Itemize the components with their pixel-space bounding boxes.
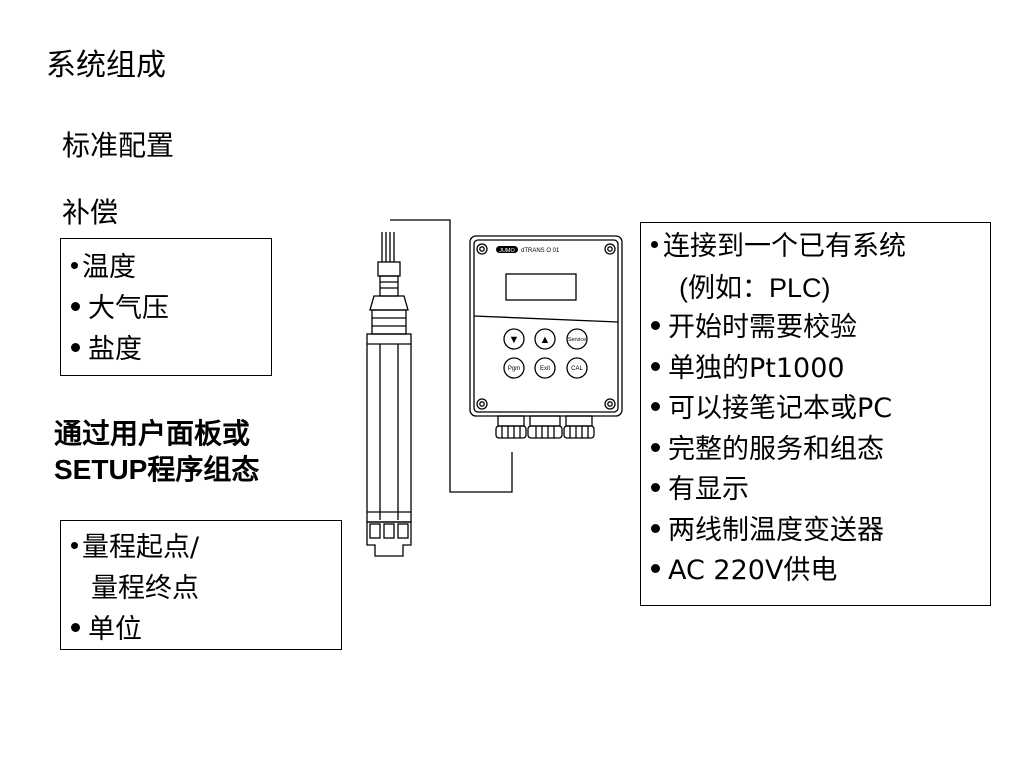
list-item: 大气压: [71, 288, 271, 329]
pgm-button: Pgm: [508, 366, 520, 372]
bullet-icon: [651, 483, 660, 492]
bullet-icon: [71, 343, 80, 352]
brand-label: JUMO: [499, 248, 515, 254]
brand-badge: [496, 246, 518, 253]
bullet-icon: [651, 564, 660, 573]
list-item: 盐度: [71, 329, 271, 370]
features-box: 连接到一个已有系统 (例如：PLC) 开始时需要校验 单独的Pt1000 可以接…: [640, 222, 991, 606]
list-item: 单独的Pt1000: [651, 349, 990, 390]
bullet-icon: [651, 361, 660, 371]
bullet-icon: [71, 542, 78, 549]
list-item: 温度: [71, 247, 271, 288]
connection-line: [390, 219, 513, 493]
service-button: Service: [568, 337, 586, 343]
transmitter-device: [469, 235, 623, 439]
list-item: 开始时需要校验: [651, 308, 990, 349]
dissolved-oxygen-probe: [366, 295, 412, 557]
list-item: 量程终点: [91, 573, 199, 604]
compensation-heading: 补偿: [62, 196, 119, 229]
sensor-cable: [377, 232, 401, 297]
list-item: 连接到一个已有系统: [651, 227, 990, 268]
list-item: 有显示: [651, 470, 990, 511]
panel-setup-text: 通过用户面板或 SETUP程序组态: [54, 418, 260, 485]
list-item: AC 220V供电: [651, 551, 990, 592]
exit-button: Exit: [540, 366, 550, 372]
bullet-icon: [651, 241, 658, 248]
bullet-icon: [651, 442, 660, 452]
bullet-icon: [651, 402, 660, 411]
bullet-icon: [651, 523, 660, 533]
list-item: 量程起点/: [71, 527, 341, 568]
list-item: 完整的服务和组态: [651, 430, 990, 471]
model-label: dTRANS O 01: [521, 248, 560, 254]
down-button: ▼: [509, 334, 520, 346]
list-item: (例如：PLC): [679, 272, 831, 303]
list-item: 两线制温度变送器: [651, 511, 990, 552]
bullet-icon: [71, 302, 80, 311]
bullet-icon: [651, 321, 660, 330]
page-title: 系统组成: [46, 48, 166, 83]
range-box: 量程起点/ 量程终点 单位: [60, 520, 342, 650]
cal-button: CAL: [571, 366, 583, 372]
bullet-icon: [71, 623, 80, 632]
up-button: ▲: [540, 334, 551, 346]
compensation-box: 温度 大气压 盐度: [60, 238, 272, 376]
bullet-icon: [71, 262, 78, 269]
standard-config-heading: 标准配置: [62, 129, 175, 162]
list-item: 可以接笔记本或PC: [651, 389, 990, 430]
list-item: 单位: [71, 609, 341, 650]
